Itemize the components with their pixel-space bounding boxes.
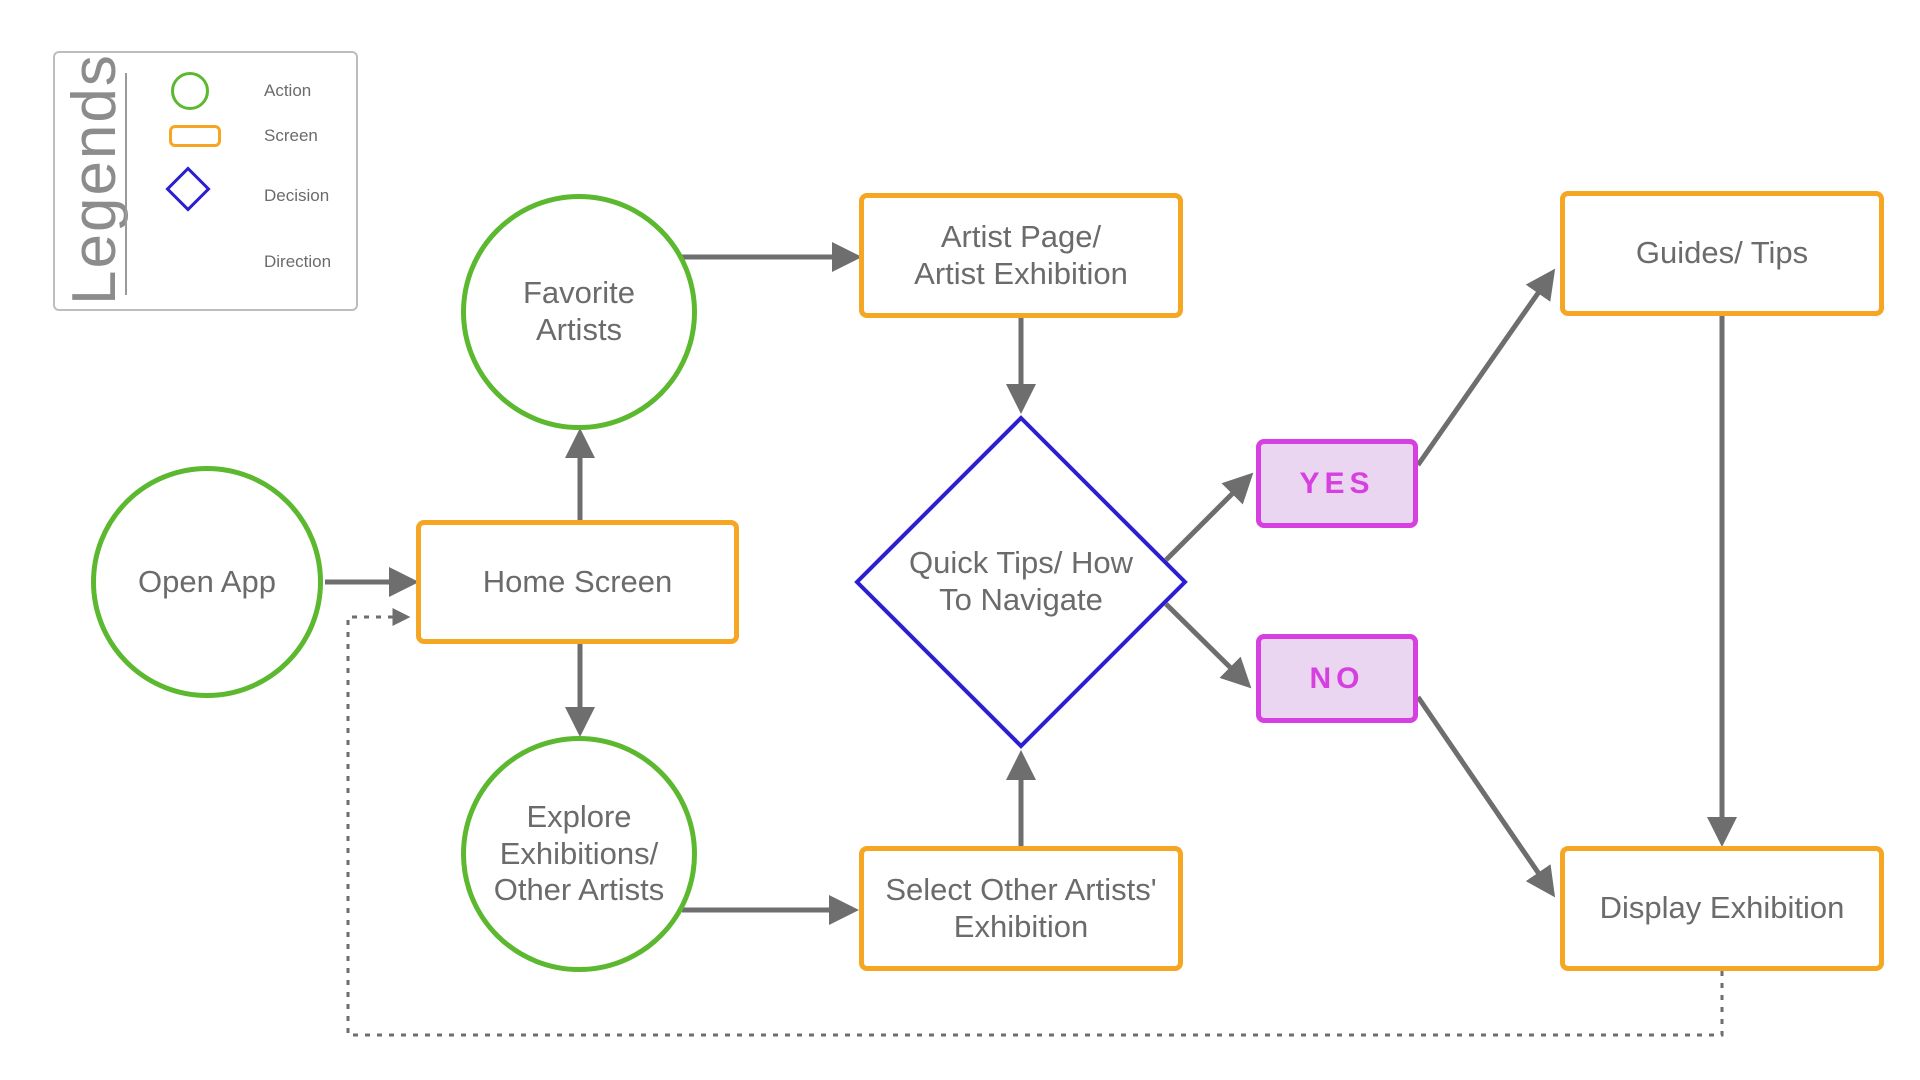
node-yes-label: YES — [1299, 466, 1375, 500]
legend-label-screen: Screen — [264, 126, 318, 145]
arrow-yes-to-guides — [1415, 268, 1556, 467]
arrow-no-to-display — [1415, 695, 1556, 898]
node-favorite-artists: Favorite Artists — [461, 194, 697, 430]
node-explore-exhibitions: Explore Exhibitions/ Other Artists — [461, 736, 697, 972]
legend-panel: Legends Action Screen Decision Direction — [53, 51, 358, 311]
node-select-other-label: Select Other Artists' Exhibition — [885, 871, 1157, 944]
legend-label-direction: Direction — [264, 252, 332, 271]
dotted-return-display-to-home — [346, 608, 1724, 1037]
node-open-app-label: Open App — [138, 563, 276, 599]
node-home-screen: Home Screen — [416, 520, 739, 644]
legend-divider — [125, 73, 127, 295]
node-guides-tips-label: Guides/ Tips — [1635, 235, 1809, 271]
node-no: NO — [1256, 634, 1418, 723]
node-display-exhibition-label: Display Exhibition — [1599, 890, 1845, 926]
node-home-screen-label: Home Screen — [482, 563, 673, 599]
green-circle-icon — [171, 72, 209, 110]
blue-diamond-icon — [165, 166, 211, 212]
node-quick-tips: Quick Tips/ How To Navigate — [900, 520, 1142, 644]
node-explore-exhibitions-label: Explore Exhibitions/ Other Artists — [493, 799, 665, 908]
node-select-other: Select Other Artists' Exhibition — [859, 846, 1183, 971]
node-open-app: Open App — [91, 466, 323, 698]
legend-label-action: Action — [264, 81, 312, 100]
node-yes: YES — [1256, 439, 1418, 528]
arrow-decision-to-no — [1164, 602, 1252, 689]
node-artist-page: Artist Page/ Artist Exhibition — [859, 193, 1183, 318]
node-favorite-artists-label: Favorite Artists — [523, 275, 635, 347]
legend-title: Legends — [60, 53, 129, 305]
orange-rounded-rect-icon — [169, 125, 221, 147]
node-guides-tips: Guides/ Tips — [1560, 191, 1884, 316]
node-no-label: NO — [1309, 661, 1365, 695]
arrow-decision-to-yes — [1164, 472, 1254, 562]
node-artist-page-label: Artist Page/ Artist Exhibition — [914, 218, 1128, 291]
node-quick-tips-label: Quick Tips/ How To Navigate — [909, 545, 1133, 617]
decision-diamond-shape — [854, 415, 1188, 749]
legend-label-decision: Decision — [264, 186, 330, 205]
node-display-exhibition: Display Exhibition — [1560, 846, 1884, 971]
